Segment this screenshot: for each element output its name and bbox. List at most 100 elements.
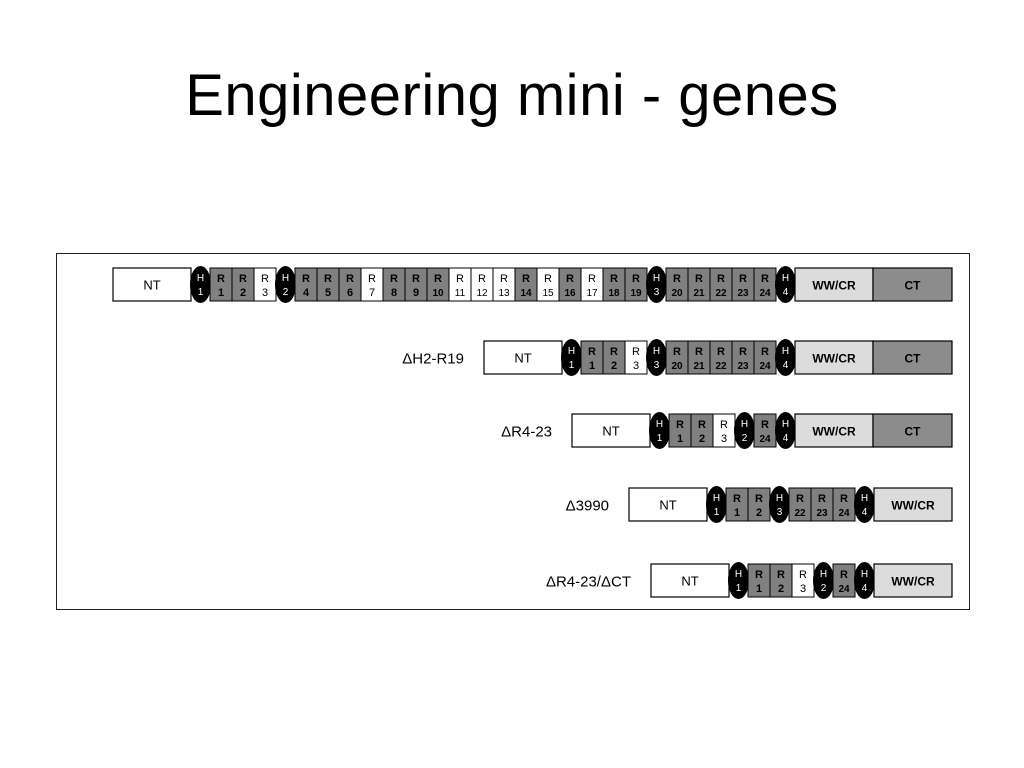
repeat-number: 22	[715, 288, 727, 299]
nt-domain-box	[571, 413, 651, 448]
repeat-number: 4	[303, 287, 310, 299]
hinge-number: 1	[569, 360, 575, 371]
construct-label: Δ3990	[566, 498, 609, 515]
nt-domain-label: NT	[143, 278, 160, 293]
repeat-letter: R	[720, 419, 728, 431]
repeat-number: 3	[262, 287, 268, 299]
repeat-letter: R	[610, 273, 618, 285]
nt-domain-box	[483, 340, 563, 375]
wwcr-domain-label: WW/CR	[812, 425, 856, 439]
repeat-letter: R	[739, 273, 747, 285]
wwcr-domain-label: WW/CR	[891, 499, 935, 513]
repeat-number: 1	[218, 287, 224, 299]
hinge-domain	[734, 412, 755, 449]
hinge-number: 3	[777, 507, 783, 518]
hinge-domain	[649, 412, 670, 449]
repeat-number: 2	[611, 360, 617, 372]
wwcr-domain-box	[794, 267, 874, 302]
wwcr-domain-label: WW/CR	[812, 279, 856, 293]
repeat-number: 6	[347, 287, 353, 299]
repeat-letter: R	[840, 569, 848, 581]
repeat-letter: R	[673, 273, 681, 285]
hinge-letter: H	[782, 419, 789, 430]
hinge-letter: H	[782, 273, 789, 284]
repeat-number: 24	[759, 434, 771, 445]
hinge-letter: H	[282, 273, 289, 284]
repeat-number: 10	[432, 288, 444, 299]
hinge-number: 1	[736, 583, 742, 594]
hinge-letter: H	[861, 493, 868, 504]
repeat-letter: R	[755, 493, 763, 505]
wwcr-domain-box	[873, 563, 953, 598]
repeat-letter: R	[632, 346, 640, 358]
construct-label: ΔH2-R19	[402, 351, 464, 368]
repeat-number: 13	[498, 288, 510, 299]
hinge-number: 1	[714, 507, 720, 518]
repeat-number: 20	[671, 361, 683, 372]
repeat-number: 22	[794, 508, 806, 519]
hinge-letter: H	[713, 493, 720, 504]
hinge-domain	[646, 339, 667, 376]
hinge-domain	[775, 266, 796, 303]
hinge-letter: H	[735, 569, 742, 580]
repeat-number: 19	[630, 288, 642, 299]
repeat-number: 15	[542, 288, 554, 299]
hinge-domain	[561, 339, 582, 376]
ct-domain-label: CT	[905, 425, 922, 439]
hinge-number: 4	[862, 507, 868, 518]
hinge-domain	[190, 266, 211, 303]
hinge-domain	[769, 486, 790, 523]
repeat-number: 18	[608, 288, 620, 299]
wwcr-domain-box	[794, 340, 874, 375]
repeat-letter: R	[717, 346, 725, 358]
nt-domain-box	[628, 487, 708, 522]
repeat-letter: R	[217, 273, 225, 285]
hinge-letter: H	[820, 569, 827, 580]
repeat-number: 23	[816, 508, 828, 519]
repeat-letter: R	[566, 273, 574, 285]
repeat-letter: R	[588, 273, 596, 285]
slide-title: Engineering mini - genes	[185, 63, 839, 128]
repeat-letter: R	[777, 569, 785, 581]
repeat-letter: R	[588, 346, 596, 358]
repeat-letter: R	[818, 493, 826, 505]
repeat-letter: R	[239, 273, 247, 285]
repeat-letter: R	[761, 273, 769, 285]
hinge-number: 1	[657, 433, 663, 444]
hinge-number: 1	[198, 287, 204, 298]
repeat-letter: R	[261, 273, 269, 285]
repeat-letter: R	[544, 273, 552, 285]
hinge-number: 2	[821, 583, 827, 594]
construct-label: ΔR4-23	[501, 424, 552, 441]
repeat-letter: R	[698, 419, 706, 431]
repeat-number: 5	[325, 287, 331, 299]
hinge-letter: H	[653, 346, 660, 357]
repeat-number: 23	[737, 361, 749, 372]
construct-label: ΔR4-23/ΔCT	[546, 574, 631, 591]
repeat-number: 23	[737, 288, 749, 299]
hinge-domain	[275, 266, 296, 303]
hinge-letter: H	[656, 419, 663, 430]
repeat-letter: R	[610, 346, 618, 358]
repeat-letter: R	[733, 493, 741, 505]
hinge-letter: H	[653, 273, 660, 284]
repeat-letter: R	[456, 273, 464, 285]
repeat-number: 2	[240, 287, 246, 299]
nt-domain-box	[112, 267, 192, 302]
repeat-letter: R	[761, 419, 769, 431]
repeat-letter: R	[478, 273, 486, 285]
repeat-number: 11	[455, 288, 466, 299]
hinge-number: 4	[862, 583, 868, 594]
repeat-number: 3	[800, 583, 806, 595]
hinge-number: 3	[654, 287, 660, 298]
wwcr-domain-label: WW/CR	[812, 352, 856, 366]
ct-domain-box	[872, 413, 953, 448]
repeat-letter: R	[434, 273, 442, 285]
nt-domain-label: NT	[602, 424, 619, 439]
hinge-number: 4	[783, 360, 789, 371]
